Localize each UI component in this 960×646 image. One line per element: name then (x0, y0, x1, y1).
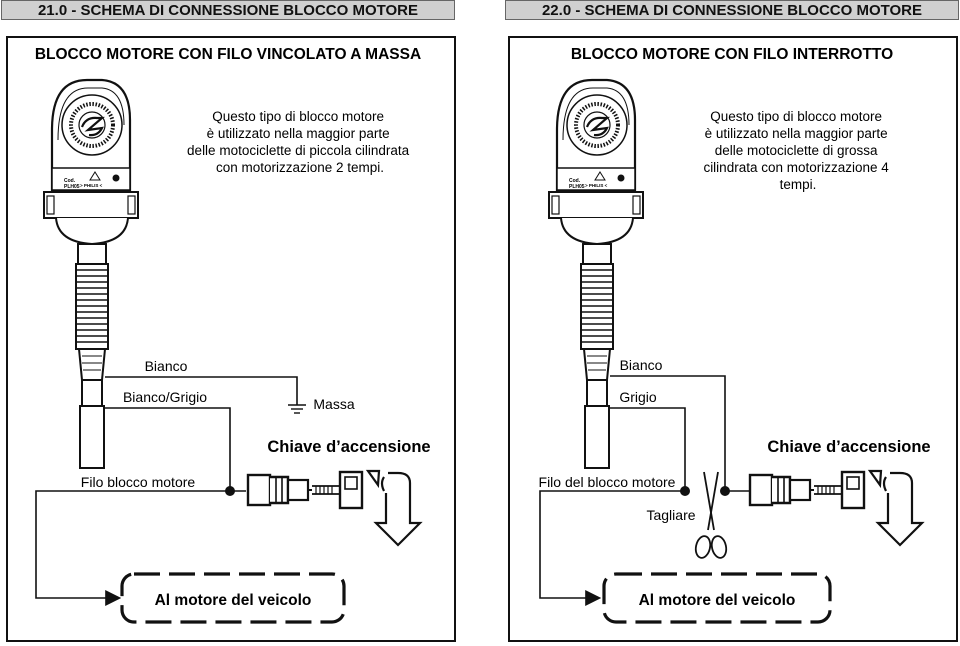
svg-text:Cod.: Cod. (64, 178, 76, 184)
right-header: 22.0 - SCHEMA DI CONNESSIONE BLOCCO MOTO… (505, 0, 959, 20)
right-label-key: Chiave d’accensione (767, 438, 930, 456)
svg-text:PLH05: PLH05 (64, 184, 80, 190)
svg-text:Cod.: Cod. (569, 178, 581, 184)
right-title: BLOCCO MOTORE CON FILO INTERROTTO (571, 46, 893, 63)
right-wire-grigio (610, 407, 686, 491)
right-wire-engine (539, 490, 685, 606)
right-label-bianco: Bianco (620, 357, 663, 373)
left-engine-box (120, 572, 346, 624)
left-title: BLOCCO MOTORE CON FILO VINCOLATO A MASSA (35, 46, 421, 63)
left-device-label: Cod. PLH05 > PHILIS < (64, 178, 103, 190)
right-engine-lock-device (547, 78, 645, 470)
left-header: 21.0 - SCHEMA DI CONNESSIONE BLOCCO MOTO… (1, 0, 455, 20)
left-wire-engine (35, 490, 246, 606)
right-ignition-key-icon (748, 469, 924, 547)
right-label-grigio: Grigio (619, 389, 657, 405)
left-engine-lock-device (42, 78, 140, 470)
left-label-massa: Massa (313, 396, 354, 412)
left-engine-label: Al motore del veicolo (155, 592, 312, 609)
right-engine-label: Al motore del veicolo (639, 592, 796, 609)
left-label-key: Chiave d’accensione (267, 438, 430, 456)
ground-icon (288, 404, 306, 414)
right-device-label: Cod. PLH05 > PHILIS < (569, 178, 608, 190)
svg-text:PLH05: PLH05 (569, 184, 585, 190)
right-label-cut: Tagliare (646, 507, 695, 523)
right-engine-box (602, 572, 832, 624)
left-label-bianco-grigio: Bianco/Grigio (123, 389, 207, 405)
svg-text:> PHILIS <: > PHILIS < (80, 183, 103, 188)
scissors-icon (694, 471, 728, 559)
right-wire-bianco (610, 375, 726, 491)
right-label-wire: Filo del blocco motore (539, 474, 676, 490)
left-description: Questo tipo di blocco motore è utilizzat… (187, 109, 413, 175)
right-description: Questo tipo di blocco motore è utilizzat… (703, 109, 892, 192)
left-label-wire: Filo blocco motore (81, 474, 196, 490)
left-wire-bianco-grigio (105, 407, 231, 491)
svg-text:> PHILIS <: > PHILIS < (585, 183, 608, 188)
left-ignition-key-icon (246, 469, 422, 547)
left-label-bianco: Bianco (145, 358, 188, 374)
left-wire-bianco (105, 376, 298, 405)
